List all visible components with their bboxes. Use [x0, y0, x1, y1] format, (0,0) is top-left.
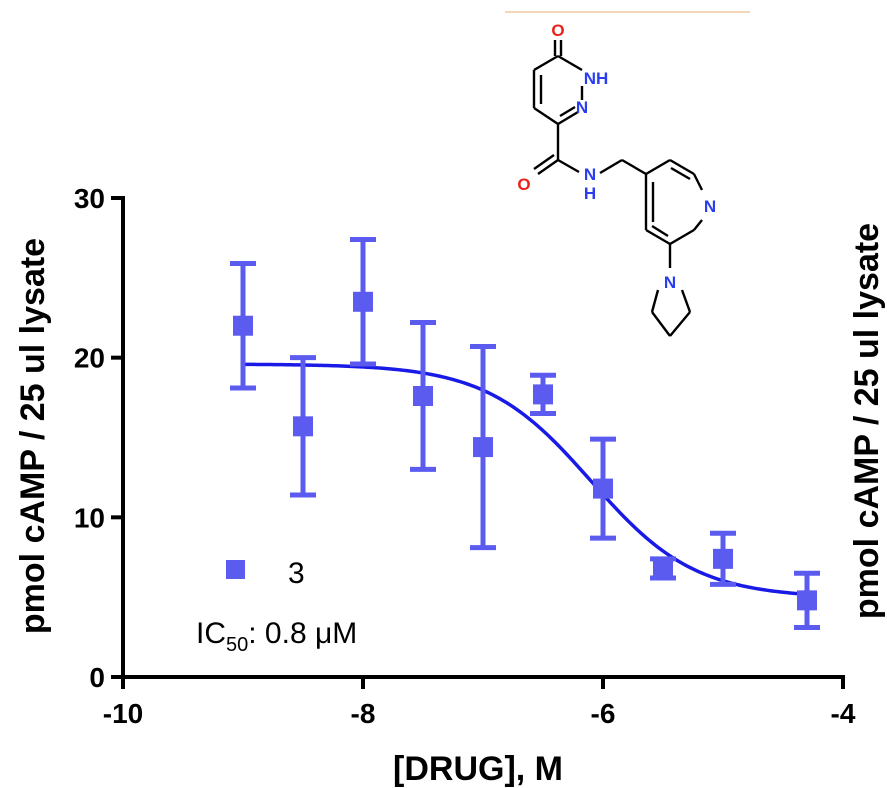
x-tick-label: -4	[831, 698, 856, 729]
bond	[680, 289, 692, 313]
point-marker	[413, 385, 433, 406]
bond	[669, 158, 695, 176]
data-points	[230, 237, 820, 631]
bond	[692, 173, 704, 191]
legend-marker	[226, 560, 245, 579]
legend: 3	[226, 557, 305, 590]
bond	[645, 158, 671, 176]
bond	[621, 158, 647, 176]
legend-label: 3	[288, 557, 305, 590]
data-point	[794, 570, 820, 631]
bond	[650, 289, 660, 313]
x-ticks: -10 -8 -6 -4	[103, 677, 856, 729]
atom-nh-ring: NH	[584, 69, 609, 88]
bond	[533, 54, 559, 72]
bond	[599, 158, 623, 175]
data-point	[230, 260, 256, 391]
bond	[557, 110, 579, 126]
point-marker	[473, 437, 493, 458]
fit-curve	[242, 362, 808, 597]
ic50-subscript: 50	[226, 634, 248, 656]
bond	[533, 154, 555, 170]
ic50-prefix: IC	[196, 617, 226, 650]
y-tick-label: 30	[74, 183, 105, 214]
point-marker	[653, 558, 673, 579]
data-point	[530, 372, 556, 417]
bond	[669, 311, 691, 337]
y-ticks: 0 10 20 30	[74, 183, 123, 693]
ic50-annotation: IC50: 0.8 μM	[196, 617, 357, 656]
data-point	[350, 237, 376, 367]
data-point	[470, 343, 496, 551]
bond	[693, 219, 703, 231]
bond	[645, 228, 671, 246]
bond	[670, 166, 691, 181]
chemical-structure: O NH N O N H N N	[517, 21, 716, 337]
bond	[669, 228, 695, 246]
point-marker	[293, 416, 313, 437]
data-point	[290, 355, 316, 498]
atom-o-top: O	[551, 21, 564, 40]
y-axis-title: pmol cAMP / 25 ul lysate	[14, 238, 52, 634]
point-marker	[233, 315, 253, 336]
bond	[533, 107, 559, 125]
atom-n-pyrrolidine: N	[664, 273, 676, 292]
atom-n-amide: N	[584, 165, 596, 184]
point-marker	[353, 291, 373, 312]
ic50-suffix: : 0.8 μM	[248, 617, 357, 650]
x-tick-label: -6	[591, 698, 616, 729]
y-tick-label: 20	[74, 343, 105, 374]
data-point	[410, 320, 436, 472]
data-point	[590, 436, 616, 541]
bond	[557, 54, 583, 72]
point-marker	[533, 384, 553, 405]
x-axis-title: [DRUG], M	[393, 750, 563, 788]
y-axis-title-right: pmol cAMP / 25 ul lysate	[848, 223, 886, 619]
atom-h-amide: H	[584, 184, 596, 203]
point-marker	[593, 478, 613, 499]
bond	[557, 158, 580, 174]
axes	[121, 196, 845, 679]
y-tick-label: 0	[89, 662, 105, 693]
atom-o-amide: O	[517, 175, 530, 194]
bond	[537, 159, 559, 175]
data-point	[650, 556, 676, 581]
atom-n-pyridine: N	[704, 197, 716, 216]
x-tick-label: -8	[351, 698, 376, 729]
data-point	[710, 530, 736, 587]
point-marker	[797, 590, 817, 611]
atom-n-ring: N	[576, 98, 588, 117]
bond	[559, 105, 576, 118]
point-marker	[713, 548, 733, 569]
bond	[651, 311, 671, 337]
bond	[651, 224, 669, 238]
y-tick-label: 10	[74, 502, 105, 533]
x-tick-label: -10	[103, 698, 143, 729]
